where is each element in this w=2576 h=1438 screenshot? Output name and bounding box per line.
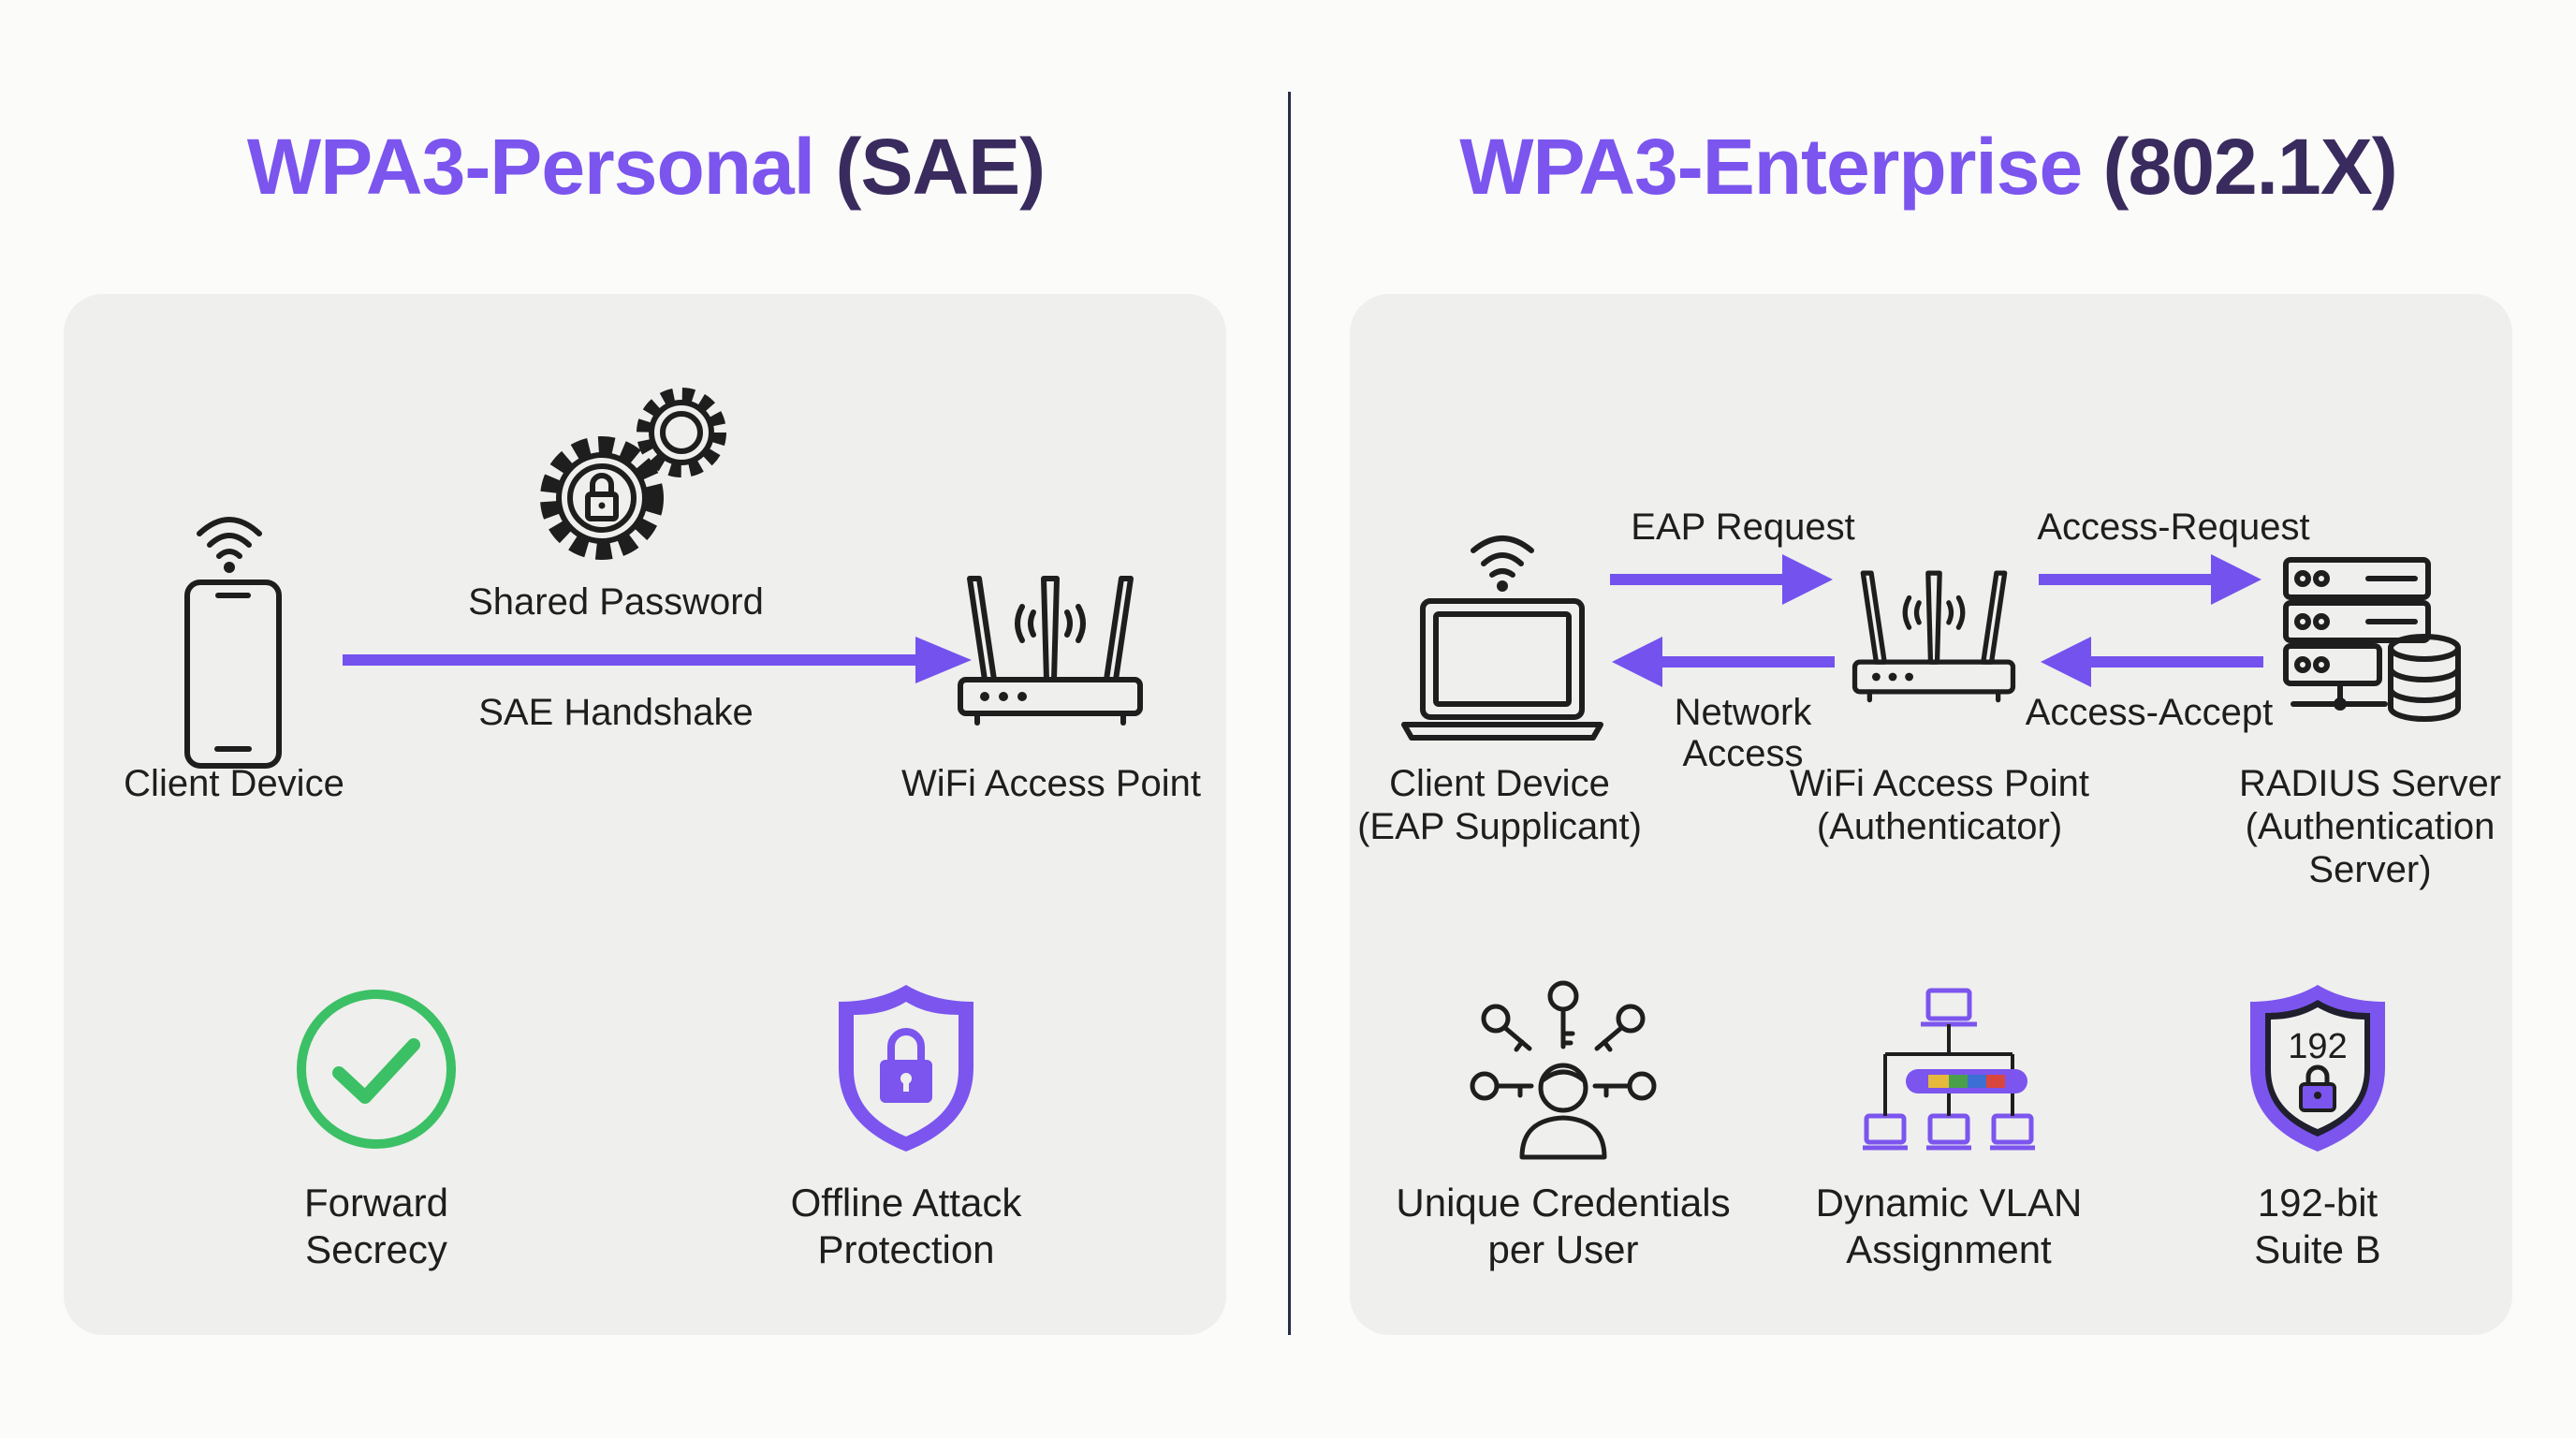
dynamic-vlan-line2: Assignment [1846,1227,2052,1271]
shared-password-label: Shared Password [468,581,764,623]
enterprise-title: WPA3-Enterprise (802.1X) [1348,110,2509,223]
access-request-label: Access-Request [2037,506,2310,548]
shield-badge-text: 192 [2288,1027,2347,1066]
network-access-line1: Network [1674,692,1812,733]
offline-attack-line2: Protection [817,1227,995,1271]
access-accept-arrow [2039,637,2263,687]
unique-credentials-line1: Unique Credentials [1396,1181,1731,1225]
server-database-icon [2283,556,2467,725]
laptop-icon [1400,526,1604,741]
section-divider [1288,92,1291,1335]
checkmark-circle-icon [294,987,459,1152]
shield-192-icon: 192 [2247,981,2389,1155]
network-access-line2: Access [1682,733,1804,774]
enterprise-title-accent: WPA3-Enterprise [1459,123,2083,211]
network-access-arrow [1610,637,1835,687]
eap-request-label: EAP Request [1631,506,1855,548]
router-icon [1852,565,2016,706]
suite-b-line2: Suite B [2254,1227,2381,1271]
wifi-access-point-label: WiFi Access Point [900,763,1202,804]
radius-line1: RADIUS Server [2238,763,2502,804]
suite-b-line1: 192-bit [2257,1181,2378,1225]
ent-ap-line2: (Authenticator) [1816,806,2063,847]
personal-title-accent: WPA3-Personal [246,123,815,211]
shield-lock-icon [835,981,977,1155]
smartphone-icon [168,498,290,779]
forward-secrecy-line1: Forward [303,1181,449,1225]
personal-title: WPA3-Personal (SAE) [66,110,1226,223]
network-vlan-icon [1863,987,2035,1159]
radius-line3: Server) [2308,849,2432,890]
unique-credentials-line2: per User [1487,1227,1639,1271]
dynamic-vlan-line1: Dynamic VLAN [1815,1181,2083,1225]
forward-secrecy-line2: Secrecy [305,1227,447,1271]
access-request-arrow [2039,554,2263,605]
user-keys-icon [1464,977,1662,1161]
radius-line2: (Authentication [2245,806,2496,847]
personal-title-suffix: (SAE) [835,123,1046,211]
enterprise-title-suffix: (802.1X) [2102,123,2398,211]
eap-request-arrow [1610,554,1835,605]
enterprise-panel: Client Device (EAP Supplicant) EAP Reque… [1350,294,2512,1335]
sae-handshake-label: SAE Handshake [478,692,754,733]
gears-lock-icon [532,384,738,571]
router-icon [957,575,1144,726]
access-accept-label: Access-Accept [2025,692,2274,733]
sae-handshake-arrow [343,637,975,683]
ent-ap-line1: WiFi Access Point [1789,763,2090,804]
personal-panel: Client Device Shared Password SAE Handsh… [64,294,1226,1335]
ent-client-line1: Client Device [1389,763,1610,804]
offline-attack-line1: Offline Attack [790,1181,1022,1225]
ent-client-line2: (EAP Supplicant) [1357,806,1642,847]
client-device-label: Client Device [124,763,344,804]
